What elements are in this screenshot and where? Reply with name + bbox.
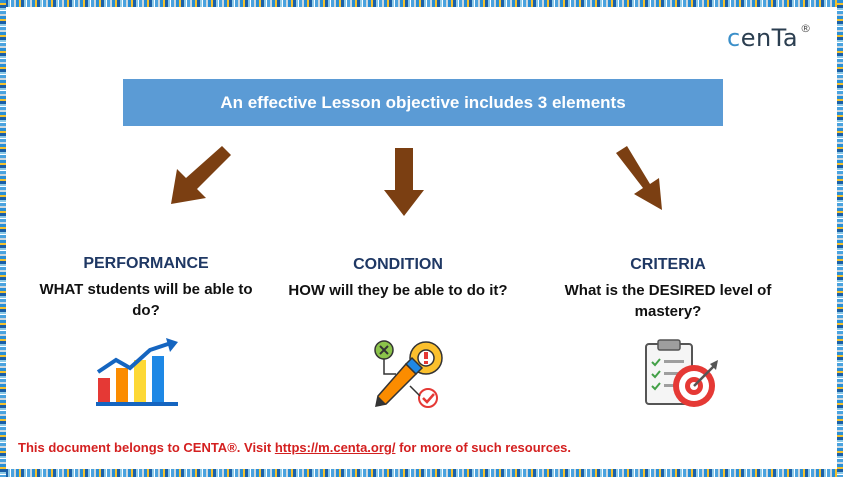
- condition-column: CONDITION HOW will they be able to do it…: [268, 256, 528, 301]
- banner-title: An effective Lesson objective includes 3…: [220, 92, 626, 112]
- performance-column: PERFORMANCE WHAT students will be able t…: [30, 255, 262, 321]
- condition-question: HOW will they be able to do it?: [288, 282, 508, 299]
- arrow-down-icon: [384, 148, 424, 216]
- performance-heading: PERFORMANCE: [83, 255, 209, 272]
- left-border-stripe: [0, 0, 6, 477]
- right-border-stripe: [837, 0, 843, 477]
- arrow-down-right-icon: [616, 146, 662, 210]
- centa-resources-link[interactable]: https://m.centa.org/: [274, 440, 396, 455]
- centa-logo: cenTa®: [727, 22, 812, 52]
- bar-chart-growth-icon: [96, 338, 178, 406]
- criteria-question: What is the DESIRED level of mastery?: [564, 282, 772, 320]
- bottom-border-stripe: [0, 469, 843, 477]
- top-border-stripe: [0, 0, 843, 7]
- condition-heading: CONDITION: [353, 256, 443, 273]
- criteria-column: CRITERIA What is the DESIRED level of ma…: [552, 256, 784, 322]
- performance-question: WHAT students will be able to do?: [39, 281, 253, 319]
- clipboard-target-icon: [645, 339, 718, 407]
- arrow-down-left-icon: [171, 146, 231, 204]
- footer-note: This document belongs to CENTA®. Visit h…: [18, 440, 572, 455]
- pencil-gear-checklist-icon: [374, 340, 443, 408]
- criteria-heading: CRITERIA: [630, 256, 706, 273]
- title-banner: An effective Lesson objective includes 3…: [123, 79, 723, 126]
